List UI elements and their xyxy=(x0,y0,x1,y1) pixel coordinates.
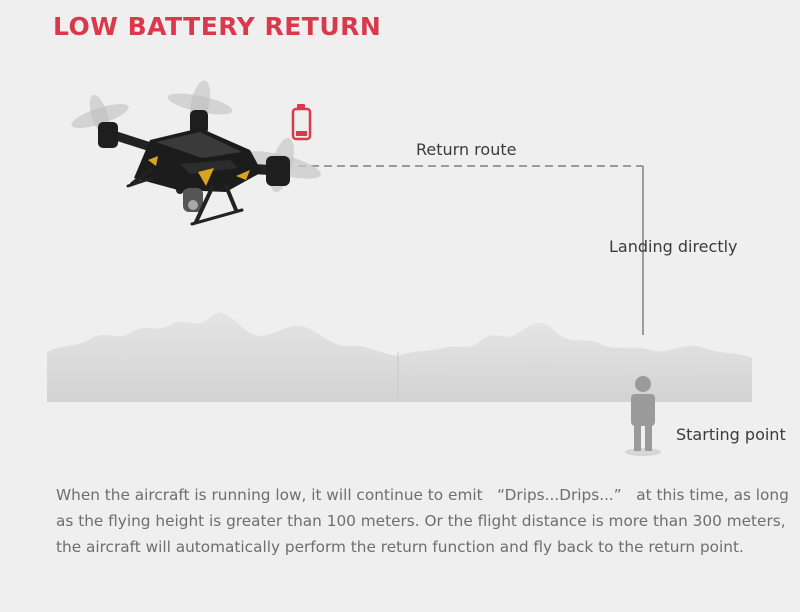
person-icon xyxy=(625,376,661,456)
mountain-range xyxy=(47,312,752,402)
page-title: LOW BATTERY RETURN xyxy=(53,12,382,41)
landing-directly-label: Landing directly xyxy=(609,237,738,256)
return-route-label: Return route xyxy=(416,140,517,159)
return-illustration xyxy=(47,80,752,456)
low-battery-icon xyxy=(291,104,312,141)
description-text: When the aircraft is running low, it wil… xyxy=(56,486,789,556)
starting-point-label: Starting point xyxy=(676,425,786,444)
drone-icon xyxy=(71,80,321,226)
